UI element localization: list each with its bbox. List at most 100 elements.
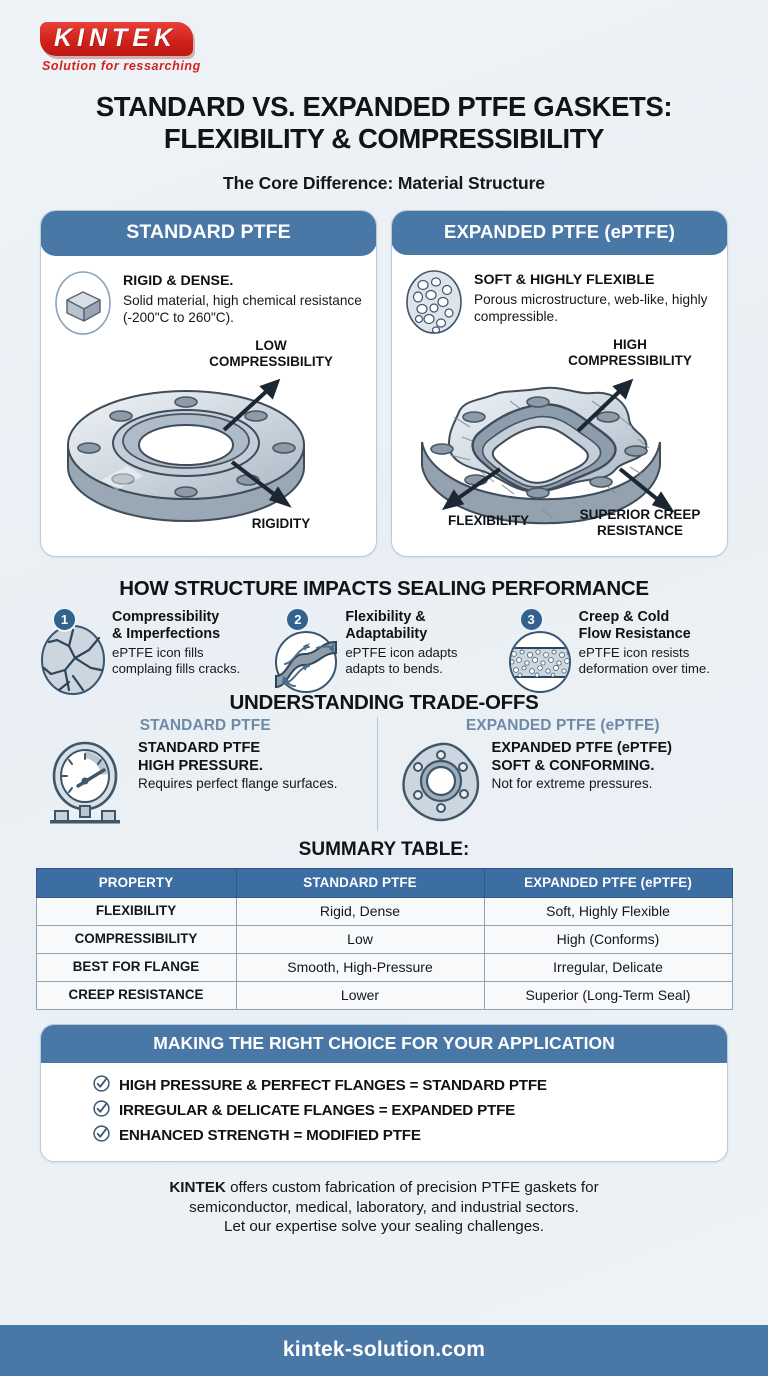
tradeoff-standard: STANDARD PTFE (34, 717, 377, 831)
panel-expanded-body: Porous microstructure, web-like, highly … (474, 291, 708, 325)
footer-brand: KINTEK (169, 1178, 226, 1196)
brand-logo: KINTEK Solution for ressarching (0, 0, 768, 73)
step-item: 1 (36, 606, 265, 695)
table-cell-property: COMPRESSIBILITY (35, 924, 237, 954)
bending-adapt-arrows-icon (273, 624, 339, 701)
logo-tagline: Solution for ressarching (42, 59, 201, 73)
choice-item-label: IRREGULAR & DELICATE FLANGES = EXPANDED … (119, 1102, 516, 1120)
page-title-line1: STANDARD VS. EXPANDED PTFE GASKETS: (95, 91, 673, 122)
choice-list-item: IRREGULAR & DELICATE FLANGES = EXPANDED … (93, 1100, 727, 1122)
arrow-label-low-compressibility: LOW (255, 340, 287, 353)
svg-text:RESISTANCE: RESISTANCE (597, 523, 683, 538)
choice-item-label: HIGH PRESSURE & PERFECT FLANGES = STANDA… (119, 1077, 547, 1095)
step-body: ePTFE icon adapts adapts to bends. (345, 644, 458, 676)
svg-text:COMPRESSIBILITY: COMPRESSIBILITY (209, 354, 333, 369)
tradeoff-standard-bold2: HIGH PRESSURE. (138, 757, 263, 774)
expanded-flange-diagram: HIGH COMPRESSIBILITY FLEXIBILITY SUPERIO… (392, 339, 727, 545)
table-row: CREEP RESISTANCE Lower Superior (Long-Te… (35, 980, 733, 1010)
tradeoffs-title: UNDERSTANDING TRADE-OFFS (229, 690, 539, 714)
flange-ring-icon (400, 740, 482, 829)
arrow-label-rigidity: RIGIDITY (252, 516, 311, 531)
page-title: STANDARD VS. EXPANDED PTFE GASKETS: FLEX… (0, 91, 768, 156)
page-title-line2: FLEXIBILITY & COMPRESSIBILITY (163, 123, 605, 155)
table-cell-property: FLEXIBILITY (35, 896, 237, 926)
arrow-label-creep: SUPERIOR CREEP (580, 507, 701, 522)
panel-standard-header: STANDARD PTFE (41, 210, 376, 256)
table-cell-expanded: Irregular, Delicate (483, 952, 733, 982)
tradeoff-expanded-body: Not for extreme pressures. (491, 776, 653, 792)
step-body: ePTFE icon fills complaing fills cracks. (112, 644, 241, 676)
check-circle-icon (93, 1075, 110, 1097)
choice-box-header: MAKING THE RIGHT CHOICE FOR YOUR APPLICA… (41, 1024, 727, 1063)
step-heading-line2: & Imperfections (112, 625, 221, 642)
choice-item-label: ENHANCED STRENGTH = MODIFIED PTFE (119, 1127, 421, 1145)
tradeoff-expanded-head: EXPANDED PTFE (ePTFE) (465, 716, 660, 734)
step-heading-line2: Flow Resistance (578, 625, 691, 642)
table-col-property: PROPERTY (35, 867, 237, 898)
table-row: BEST FOR FLANGE Smooth, High-Pressure Ir… (35, 952, 733, 982)
tradeoffs-section: STANDARD PTFE (0, 715, 768, 831)
step-body: ePTFE icon resists deformation over time… (578, 644, 710, 676)
step-heading-line1: Creep & Cold (578, 608, 670, 625)
table-col-expanded: EXPANDED PTFE (ePTFE) (483, 867, 733, 898)
table-row: FLEXIBILITY Rigid, Dense Soft, Highly Fl… (35, 896, 733, 926)
summary-table-title: SUMMARY TABLE: (298, 838, 470, 860)
step-heading-line2: Adaptability (345, 625, 428, 642)
panel-expanded-ptfe: EXPANDED PTFE (ePTFE) (391, 209, 728, 557)
comparison-panels: STANDARD PTFE RIGID & DENSE. Solid mater (0, 194, 768, 557)
check-circle-icon (93, 1100, 110, 1122)
table-header-row: PROPERTY STANDARD PTFE EXPANDED PTFE (eP… (35, 867, 733, 898)
table-col-standard: STANDARD PTFE (235, 867, 485, 898)
step-number-badge: 3 (518, 606, 544, 632)
panel-standard-body: Solid material, high chemical resistance… (123, 292, 362, 326)
footer-line3: Let our expertise solve your sealing cha… (224, 1218, 544, 1236)
svg-text:COMPRESSIBILITY: COMPRESSIBILITY (568, 353, 692, 368)
porous-microstructure-icon (405, 269, 463, 335)
choice-list-item: HIGH PRESSURE & PERFECT FLANGES = STANDA… (93, 1075, 727, 1097)
panel-standard-ptfe: STANDARD PTFE RIGID & DENSE. Solid mater (40, 209, 377, 557)
arrow-label-high-compressibility: HIGH (613, 339, 647, 352)
check-circle-icon (93, 1125, 110, 1147)
tradeoff-expanded-bold1: EXPANDED PTFE (ePTFE) (491, 739, 673, 756)
table-cell-property: BEST FOR FLANGE (35, 952, 237, 982)
table-cell-expanded: Superior (Long-Term Seal) (483, 980, 733, 1010)
page-subtitle: The Core Difference: Material Structure (223, 172, 545, 193)
table-cell-property: CREEP RESISTANCE (35, 980, 237, 1010)
table-cell-standard: Smooth, High-Pressure (235, 952, 485, 982)
table-cell-standard: Lower (235, 980, 485, 1010)
table-cell-expanded: High (Conforms) (483, 924, 733, 954)
step-item: 2 Flexibility & Ad (269, 606, 498, 693)
steps-list: 1 (0, 601, 768, 695)
pressure-gauge-icon (42, 740, 128, 831)
step-item: 3 (503, 606, 732, 693)
logo-badge: KINTEK (40, 22, 194, 56)
step-number-badge: 2 (285, 606, 311, 632)
tradeoff-expanded: EXPANDED PTFE (ePTFE) EX (376, 716, 735, 831)
porous-band-icon (507, 624, 573, 701)
summary-table: PROPERTY STANDARD PTFE EXPANDED PTFE (eP… (35, 867, 733, 1010)
arrow-label-flexibility: FLEXIBILITY (448, 513, 529, 528)
panel-standard-bold: RIGID & DENSE. (123, 272, 234, 289)
tradeoff-expanded-bold2: SOFT & CONFORMING. (491, 757, 655, 774)
panel-expanded-header: EXPANDED PTFE (ePTFE) (392, 210, 727, 255)
logo-wordmark: KINTEK (54, 24, 178, 52)
table-cell-standard: Rigid, Dense (235, 896, 485, 926)
footer-line2: semiconductor, medical, laboratory, and … (189, 1198, 579, 1216)
standard-flange-diagram: LOW COMPRESSIBILITY RIGIDITY (41, 340, 376, 546)
steps-section-title: HOW STRUCTURE IMPACTS SEALING PERFORMANC… (119, 576, 649, 600)
panel-expanded-bold: SOFT & HIGHLY FLEXIBLE (474, 271, 655, 288)
cracked-surface-icon (40, 624, 106, 701)
step-number-badge: 1 (52, 606, 77, 632)
step-heading-line1: Compressibility (112, 608, 220, 625)
footer-website-bar[interactable]: kintek-solution.com (0, 1325, 768, 1376)
table-cell-standard: Low (235, 924, 485, 954)
tradeoff-standard-head: STANDARD PTFE (139, 716, 271, 734)
footer-line1-rest: offers custom fabrication of precision P… (225, 1178, 599, 1196)
solid-cube-icon (54, 270, 112, 336)
table-cell-expanded: Soft, Highly Flexible (483, 896, 733, 926)
step-heading-line1: Flexibility & (345, 608, 426, 625)
tradeoff-standard-body: Requires perfect flange surfaces. (138, 776, 338, 792)
choice-box: MAKING THE RIGHT CHOICE FOR YOUR APPLICA… (40, 1023, 728, 1162)
tradeoff-standard-bold1: STANDARD PTFE (138, 739, 261, 756)
